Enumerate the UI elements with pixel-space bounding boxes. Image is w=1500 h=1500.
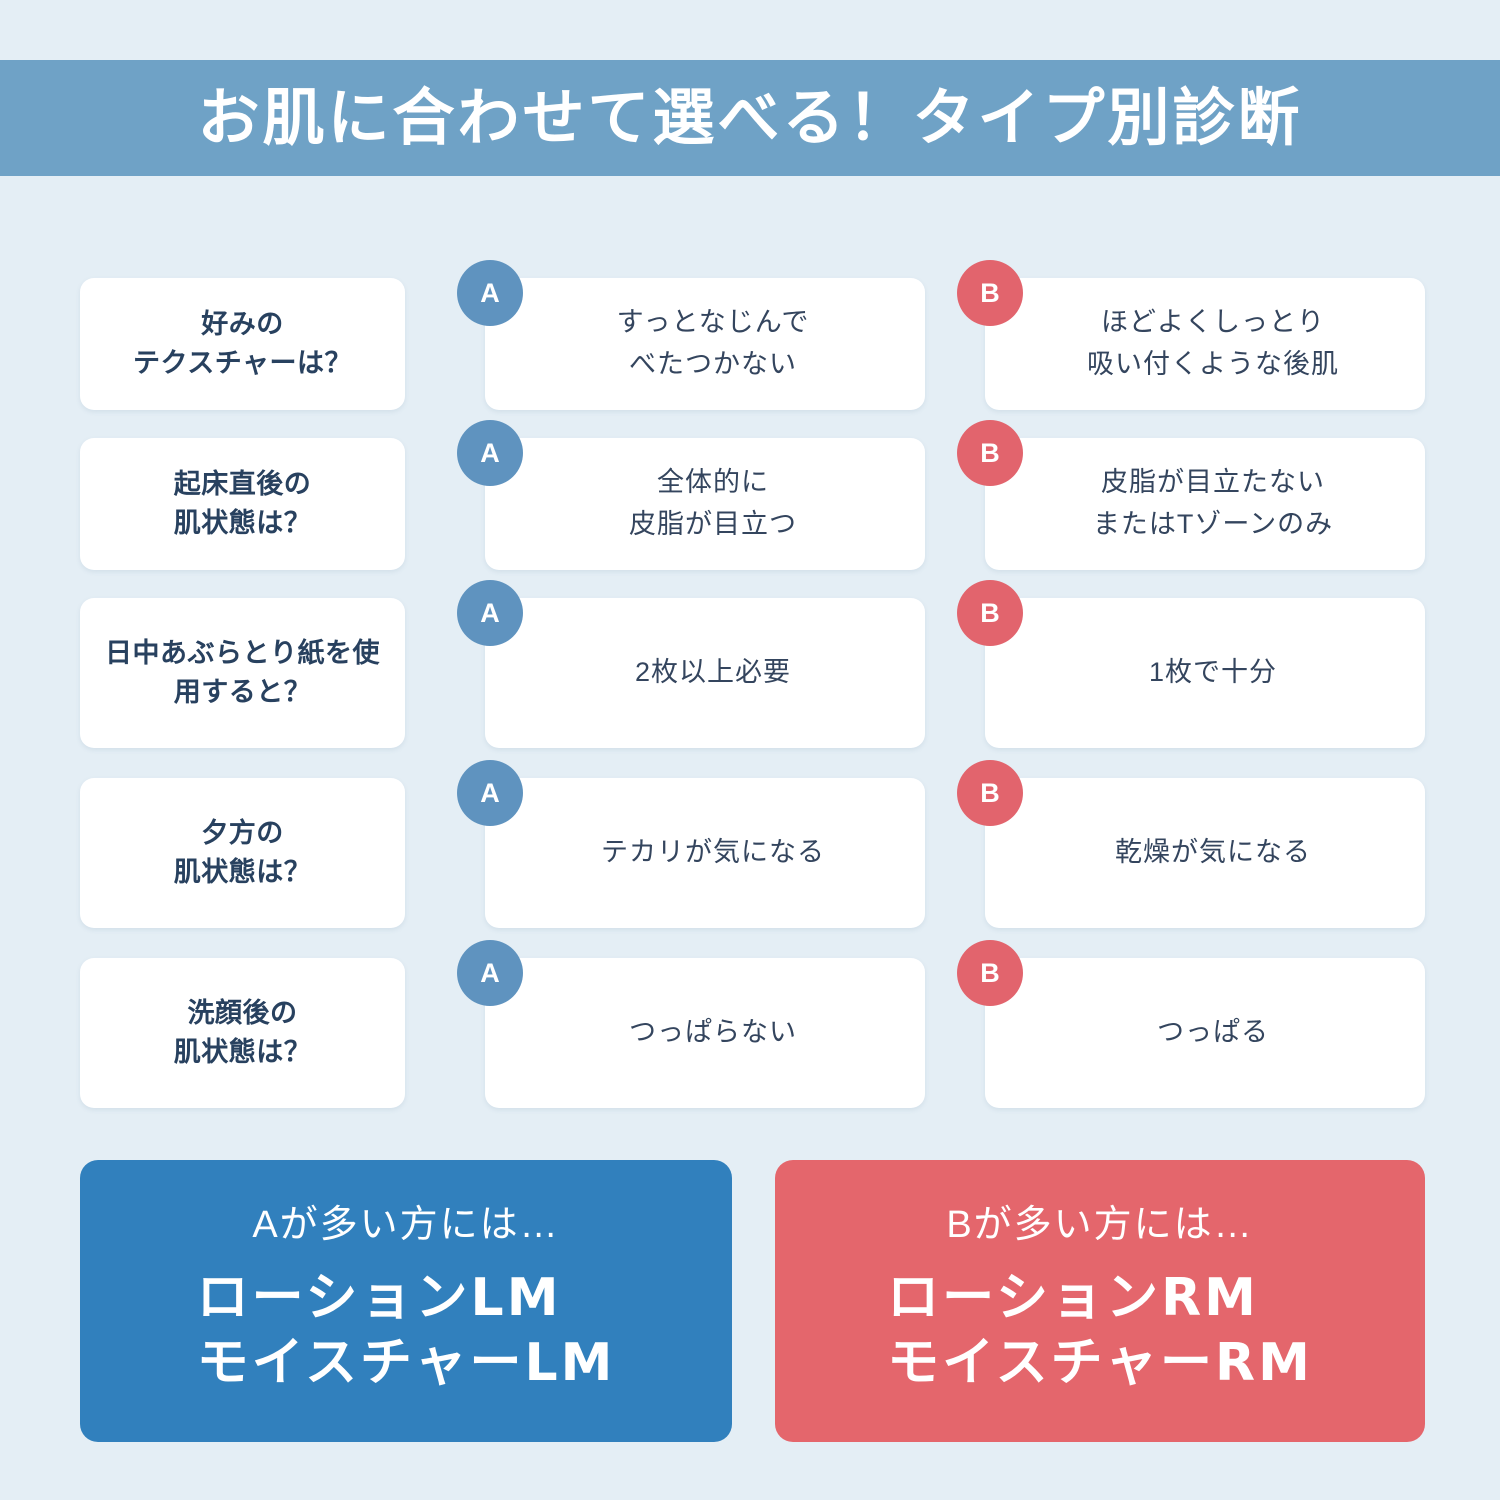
badge-a-icon: A: [457, 940, 523, 1006]
question-card: 夕方の 肌状態は？: [80, 778, 405, 928]
result-panel-a[interactable]: Aが多い方には… ローションLM モイスチャーLM: [80, 1160, 732, 1442]
answer-a-card[interactable]: A 全体的に 皮脂が目立つ: [457, 420, 925, 570]
answer-a-text: つっぱらない: [629, 1017, 797, 1048]
badge-b-icon: B: [957, 260, 1023, 326]
answer-a-text: 全体的に 皮脂が目立つ: [599, 462, 811, 546]
answer-a-line-1: 全体的に: [657, 467, 769, 498]
answer-a-text: テカリが気になる: [601, 837, 825, 868]
question-text: 洗顔後の 肌状態は？: [174, 994, 312, 1072]
answer-b-line-1: 皮脂が目立たない: [1101, 467, 1325, 498]
result-b-lead: Bが多い方には…: [946, 1204, 1254, 1246]
result-a-product-2: モイスチャーLM: [196, 1333, 616, 1393]
question-text: 日中あぶらとり紙を使 用すると？: [105, 634, 380, 712]
answer-a-line-1: すっとなじんで: [616, 307, 810, 338]
question-line-1: 好みの: [201, 308, 284, 339]
badge-b-icon: B: [957, 420, 1023, 486]
question-text: 夕方の 肌状態は？: [174, 814, 312, 892]
answer-b-text: ほどよくしっとり 吸い付くような後肌: [1057, 302, 1353, 386]
answer-a-card[interactable]: A テカリが気になる: [457, 760, 925, 928]
answer-a-card[interactable]: A すっとなじんで べたつかない: [457, 260, 925, 410]
question-line-1: 日中あぶらとり紙を使: [105, 637, 380, 668]
quiz-grid: 好みの テクスチャーは？ A すっとなじんで べたつかない B ほどよくしっとり…: [0, 260, 1500, 1138]
answer-a-card[interactable]: A 2枚以上必要: [457, 580, 925, 748]
answer-a-card[interactable]: A つっぱらない: [457, 940, 925, 1108]
badge-b-icon: B: [957, 940, 1023, 1006]
answer-b-card[interactable]: B 1枚で十分: [957, 580, 1425, 748]
badge-a-icon: A: [457, 260, 523, 326]
question-line-1: 洗顔後の: [187, 997, 298, 1028]
badge-a-icon: A: [457, 420, 523, 486]
badge-b-icon: B: [957, 760, 1023, 826]
header-bar: お肌に合わせて選べる！タイプ別診断: [0, 60, 1500, 176]
badge-b-icon: B: [957, 580, 1023, 646]
question-line-2: テクスチャーは？: [133, 348, 352, 378]
question-card: 日中あぶらとり紙を使 用すると？: [80, 598, 405, 748]
question-line-1: 夕方の: [201, 817, 284, 848]
answer-b-text: 乾燥が気になる: [1115, 837, 1311, 868]
answer-a-line-2: べたつかない: [628, 349, 797, 379]
answer-b-line-1: ほどよくしっとり: [1101, 307, 1325, 338]
question-card: 好みの テクスチャーは？: [80, 278, 405, 410]
question-text: 起床直後の 肌状態は？: [174, 465, 312, 543]
quiz-row: 洗顔後の 肌状態は？ A つっぱらない B つっぱる: [0, 940, 1500, 1138]
quiz-row: 夕方の 肌状態は？ A テカリが気になる B 乾燥が気になる: [0, 760, 1500, 958]
question-line-2: 肌状態は？: [173, 508, 312, 538]
question-card: 起床直後の 肌状態は？: [80, 438, 405, 570]
answer-b-card[interactable]: B つっぱる: [957, 940, 1425, 1108]
result-a-products: ローションLM モイスチャーLM: [197, 1266, 616, 1396]
question-text: 好みの テクスチャーは？: [133, 305, 352, 383]
answer-a-text: すっとなじんで べたつかない: [587, 302, 824, 386]
answer-a-text: 2枚以上必要: [634, 657, 792, 688]
quiz-row: 日中あぶらとり紙を使 用すると？ A 2枚以上必要 B 1枚で十分: [0, 580, 1500, 778]
answer-b-line-2: 吸い付くような後肌: [1087, 349, 1339, 379]
answer-b-card[interactable]: B ほどよくしっとり 吸い付くような後肌: [957, 260, 1425, 410]
result-b-products: ローションRM モイスチャーRM: [887, 1266, 1313, 1396]
answer-a-line-2: 皮脂が目立つ: [629, 509, 797, 539]
badge-a-icon: A: [457, 580, 523, 646]
result-a-product-1: ローションLM: [196, 1268, 562, 1328]
result-a-lead: Aが多い方には…: [252, 1204, 560, 1246]
answer-b-card[interactable]: B 乾燥が気になる: [957, 760, 1425, 928]
question-line-1: 起床直後の: [173, 468, 312, 499]
quiz-row: 起床直後の 肌状態は？ A 全体的に 皮脂が目立つ B 皮脂が目立たない または…: [0, 420, 1500, 598]
answer-b-text: つっぱる: [1157, 1017, 1269, 1048]
question-card: 洗顔後の 肌状態は？: [80, 958, 405, 1108]
result-panel-b[interactable]: Bが多い方には… ローションRM モイスチャーRM: [775, 1160, 1425, 1442]
result-b-product-1: ローションRM: [887, 1268, 1259, 1328]
answer-b-line-2: またはTゾーンのみ: [1092, 509, 1334, 539]
question-line-2: 用すると？: [173, 677, 312, 707]
question-line-2: 肌状態は？: [173, 857, 312, 887]
answer-b-card[interactable]: B 皮脂が目立たない またはTゾーンのみ: [957, 420, 1425, 570]
page-title: お肌に合わせて選べる！タイプ別診断: [197, 81, 1303, 154]
answer-b-text: 皮脂が目立たない またはTゾーンのみ: [1063, 462, 1347, 546]
result-panels: Aが多い方には… ローションLM モイスチャーLM Bが多い方には… ローション…: [0, 1160, 1500, 1442]
answer-b-text: 1枚で十分: [1148, 657, 1278, 688]
badge-a-icon: A: [457, 760, 523, 826]
quiz-row: 好みの テクスチャーは？ A すっとなじんで べたつかない B ほどよくしっとり…: [0, 260, 1500, 438]
result-b-product-2: モイスチャーRM: [887, 1333, 1313, 1393]
question-line-2: 肌状態は？: [173, 1037, 312, 1067]
